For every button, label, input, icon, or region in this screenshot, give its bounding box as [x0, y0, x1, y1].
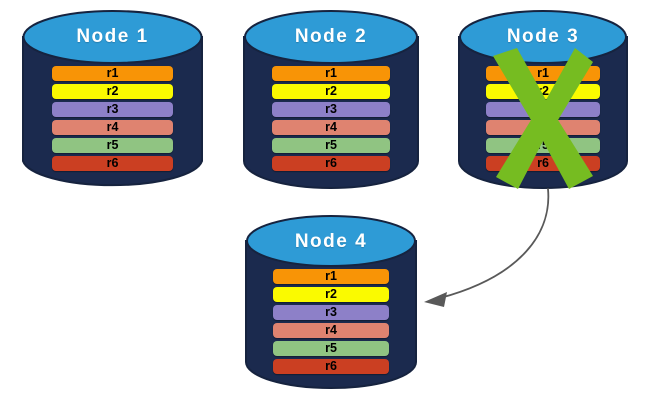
- row-label: r3: [325, 102, 337, 116]
- row-bar[interactable]: r3: [272, 102, 390, 117]
- row-label: r1: [325, 66, 337, 80]
- row-label: r3: [537, 102, 549, 116]
- row-label: r3: [325, 305, 337, 319]
- row-label: r5: [325, 341, 337, 355]
- row-bar[interactable]: r1: [272, 66, 390, 81]
- row-bar[interactable]: r2: [273, 287, 389, 302]
- row-bar[interactable]: r2: [52, 84, 173, 99]
- node-cylinder-4[interactable]: Node 4 r1 r2 r3 r4 r5 r6: [245, 215, 417, 389]
- row-bar[interactable]: r6: [272, 156, 390, 171]
- row-label: r4: [325, 120, 337, 134]
- row-label: r6: [106, 156, 119, 170]
- row-label: r1: [106, 66, 119, 80]
- row-bar[interactable]: r5: [272, 138, 390, 153]
- row-label: r4: [537, 120, 549, 134]
- row-bar[interactable]: r4: [273, 323, 389, 338]
- row-bar[interactable]: r4: [486, 120, 600, 135]
- row-bar[interactable]: r6: [52, 156, 173, 171]
- row-label: r5: [106, 138, 119, 152]
- row-bar[interactable]: r4: [272, 120, 390, 135]
- row-label: r4: [325, 323, 337, 337]
- row-label: r5: [537, 138, 549, 152]
- row-bar[interactable]: r2: [272, 84, 390, 99]
- row-bar[interactable]: r5: [52, 138, 173, 153]
- node-cylinder-1[interactable]: Node 1 r1 r2 r3 r4 r5 r6: [22, 10, 203, 188]
- node-cylinder-2[interactable]: Node 2 r1 r2 r3 r4 r5 r6: [243, 10, 419, 189]
- row-label: r2: [325, 287, 337, 301]
- row-list-4: r1 r2 r3 r4 r5 r6: [245, 269, 417, 377]
- row-bar[interactable]: r4: [52, 120, 173, 135]
- row-bar[interactable]: r5: [273, 341, 389, 356]
- row-label: r2: [106, 84, 119, 98]
- row-label: r2: [325, 84, 337, 98]
- row-label: r1: [537, 66, 549, 80]
- row-list-1: r1 r2 r3 r4 r5 r6: [22, 66, 203, 174]
- node-cylinder-3[interactable]: Node 3 r1 r2 r3 r4 r5 r6: [458, 10, 628, 189]
- row-bar[interactable]: r3: [486, 102, 600, 117]
- row-label: r1: [325, 269, 337, 283]
- row-bar[interactable]: r3: [273, 305, 389, 320]
- row-list-2: r1 r2 r3 r4 r5 r6: [243, 66, 419, 174]
- row-bar[interactable]: r6: [273, 359, 389, 374]
- row-label: r6: [325, 156, 337, 170]
- row-bar[interactable]: r1: [52, 66, 173, 81]
- row-bar[interactable]: r5: [486, 138, 600, 153]
- arrow-head-icon: [424, 292, 447, 307]
- row-bar[interactable]: r1: [486, 66, 600, 81]
- row-bar[interactable]: r2: [486, 84, 600, 99]
- row-label: r6: [537, 156, 549, 170]
- row-list-3: r1 r2 r3 r4 r5 r6: [458, 66, 628, 174]
- row-label: r6: [325, 359, 337, 373]
- row-label: r2: [537, 84, 549, 98]
- row-label: r4: [106, 120, 119, 134]
- row-bar[interactable]: r3: [52, 102, 173, 117]
- row-bar[interactable]: r1: [273, 269, 389, 284]
- row-label: r3: [106, 102, 119, 116]
- row-label: r5: [325, 138, 337, 152]
- row-bar[interactable]: r6: [486, 156, 600, 171]
